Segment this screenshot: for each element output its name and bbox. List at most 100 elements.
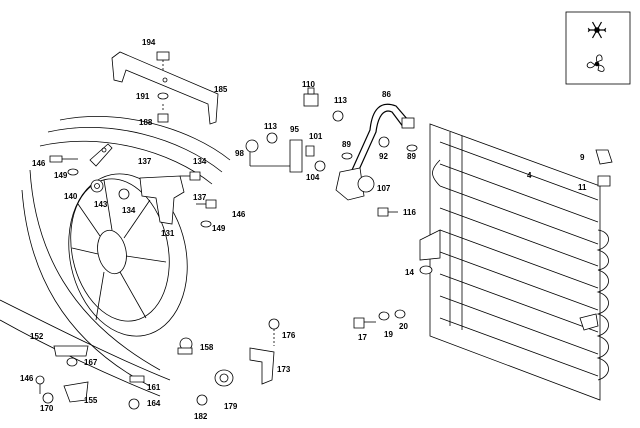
hose-86 <box>351 103 415 173</box>
callout-98: 98 <box>235 149 244 158</box>
callout-182: 182 <box>194 412 208 421</box>
callout-185: 185 <box>214 85 228 94</box>
snowflake-icon <box>587 21 607 39</box>
fan-bracket <box>139 175 185 225</box>
callout-137-upper: 137 <box>138 157 152 166</box>
fitting-104 <box>314 160 326 172</box>
callout-140: 140 <box>64 192 78 201</box>
grommet-167 <box>66 357 78 367</box>
callout-11: 11 <box>578 183 587 192</box>
callout-113-lower: 113 <box>264 122 277 131</box>
clip-161 <box>129 375 145 383</box>
callout-146-right: 146 <box>232 210 246 219</box>
switch-110 <box>303 87 319 107</box>
nut-113-upper <box>332 110 344 122</box>
bolt-194 <box>156 51 170 72</box>
callout-179: 179 <box>224 402 238 411</box>
washer-149-right <box>200 220 212 228</box>
callout-9: 9 <box>580 153 585 162</box>
bolt-116 <box>377 207 398 217</box>
fan-shroud <box>0 116 231 397</box>
callout-110: 110 <box>302 80 315 89</box>
callout-95: 95 <box>290 125 299 134</box>
callout-labels: 194 185 191 188 110 113 86 113 95 101 98… <box>20 38 587 421</box>
callout-20: 20 <box>399 322 408 331</box>
callout-146-upper: 146 <box>32 159 46 168</box>
bolt-146-lower <box>35 375 45 394</box>
callout-191: 191 <box>136 92 150 101</box>
callout-176: 176 <box>282 331 296 340</box>
callout-188: 188 <box>139 118 153 127</box>
callout-86: 86 <box>382 90 391 99</box>
callout-149-upper: 149 <box>54 171 68 180</box>
screw-98 <box>245 139 290 167</box>
callout-131: 131 <box>161 229 175 238</box>
callout-134-lower: 134 <box>122 206 136 215</box>
callout-152: 152 <box>30 332 44 341</box>
valve-107 <box>335 167 375 201</box>
washer-149-upper <box>67 168 79 176</box>
callout-4: 4 <box>527 171 532 180</box>
callout-134-upper: 134 <box>193 157 207 166</box>
callout-137-lower: 137 <box>193 193 207 202</box>
legend-box <box>565 11 631 85</box>
callout-155: 155 <box>84 396 98 405</box>
screw-176 <box>268 318 280 346</box>
callout-113-upper: 113 <box>334 96 347 105</box>
bolt-170 <box>42 392 54 404</box>
callout-104: 104 <box>306 173 320 182</box>
bolt-134-left <box>118 188 130 200</box>
washer-89-left <box>341 152 353 160</box>
fan-icon <box>586 54 605 72</box>
callout-161: 161 <box>147 383 161 392</box>
callout-173: 173 <box>277 365 291 374</box>
callout-89-left: 89 <box>342 140 351 149</box>
condenser <box>419 123 609 401</box>
bolt-134-right <box>180 171 201 181</box>
clamp-179 <box>214 369 234 387</box>
callout-107: 107 <box>377 184 391 193</box>
washer-89-right <box>406 144 418 152</box>
nut-143 <box>90 179 104 193</box>
bolt-146-right <box>196 199 217 209</box>
fitting-right <box>579 313 599 331</box>
bracket-152 <box>53 345 89 357</box>
callout-89-right: 89 <box>407 152 416 161</box>
support-bracket <box>111 51 219 125</box>
callout-19: 19 <box>384 330 393 339</box>
bracket-95 <box>289 139 303 173</box>
callout-194: 194 <box>142 38 156 47</box>
nut-164 <box>128 398 140 410</box>
callout-101: 101 <box>309 132 323 141</box>
callout-143: 143 <box>94 200 108 209</box>
clip-140 <box>89 143 113 167</box>
bracket-155 <box>63 381 89 403</box>
callout-149-right: 149 <box>212 224 226 233</box>
bolt-146-upper <box>49 155 78 163</box>
nut-182 <box>196 394 208 406</box>
clip-9 <box>595 149 613 165</box>
clamp-158 <box>177 337 193 355</box>
callout-158: 158 <box>200 343 214 352</box>
bolt-17 <box>353 317 376 329</box>
callout-92: 92 <box>379 152 388 161</box>
nut-92 <box>378 136 390 148</box>
bracket-173 <box>249 347 275 385</box>
nut-113-lower <box>266 132 278 144</box>
callout-14: 14 <box>405 268 414 277</box>
washer-191 <box>157 92 169 100</box>
callout-167: 167 <box>84 358 98 367</box>
grommet-14 <box>419 265 433 275</box>
bolt-188 <box>157 102 169 123</box>
clip-11 <box>597 175 611 187</box>
washer-20 <box>394 309 406 319</box>
callout-146-lower: 146 <box>20 374 34 383</box>
washer-19 <box>378 311 390 321</box>
clip-101 <box>305 145 315 157</box>
callout-170: 170 <box>40 404 54 413</box>
callout-17: 17 <box>358 333 367 342</box>
callout-116: 116 <box>403 208 416 217</box>
fan-wheel <box>68 173 188 337</box>
